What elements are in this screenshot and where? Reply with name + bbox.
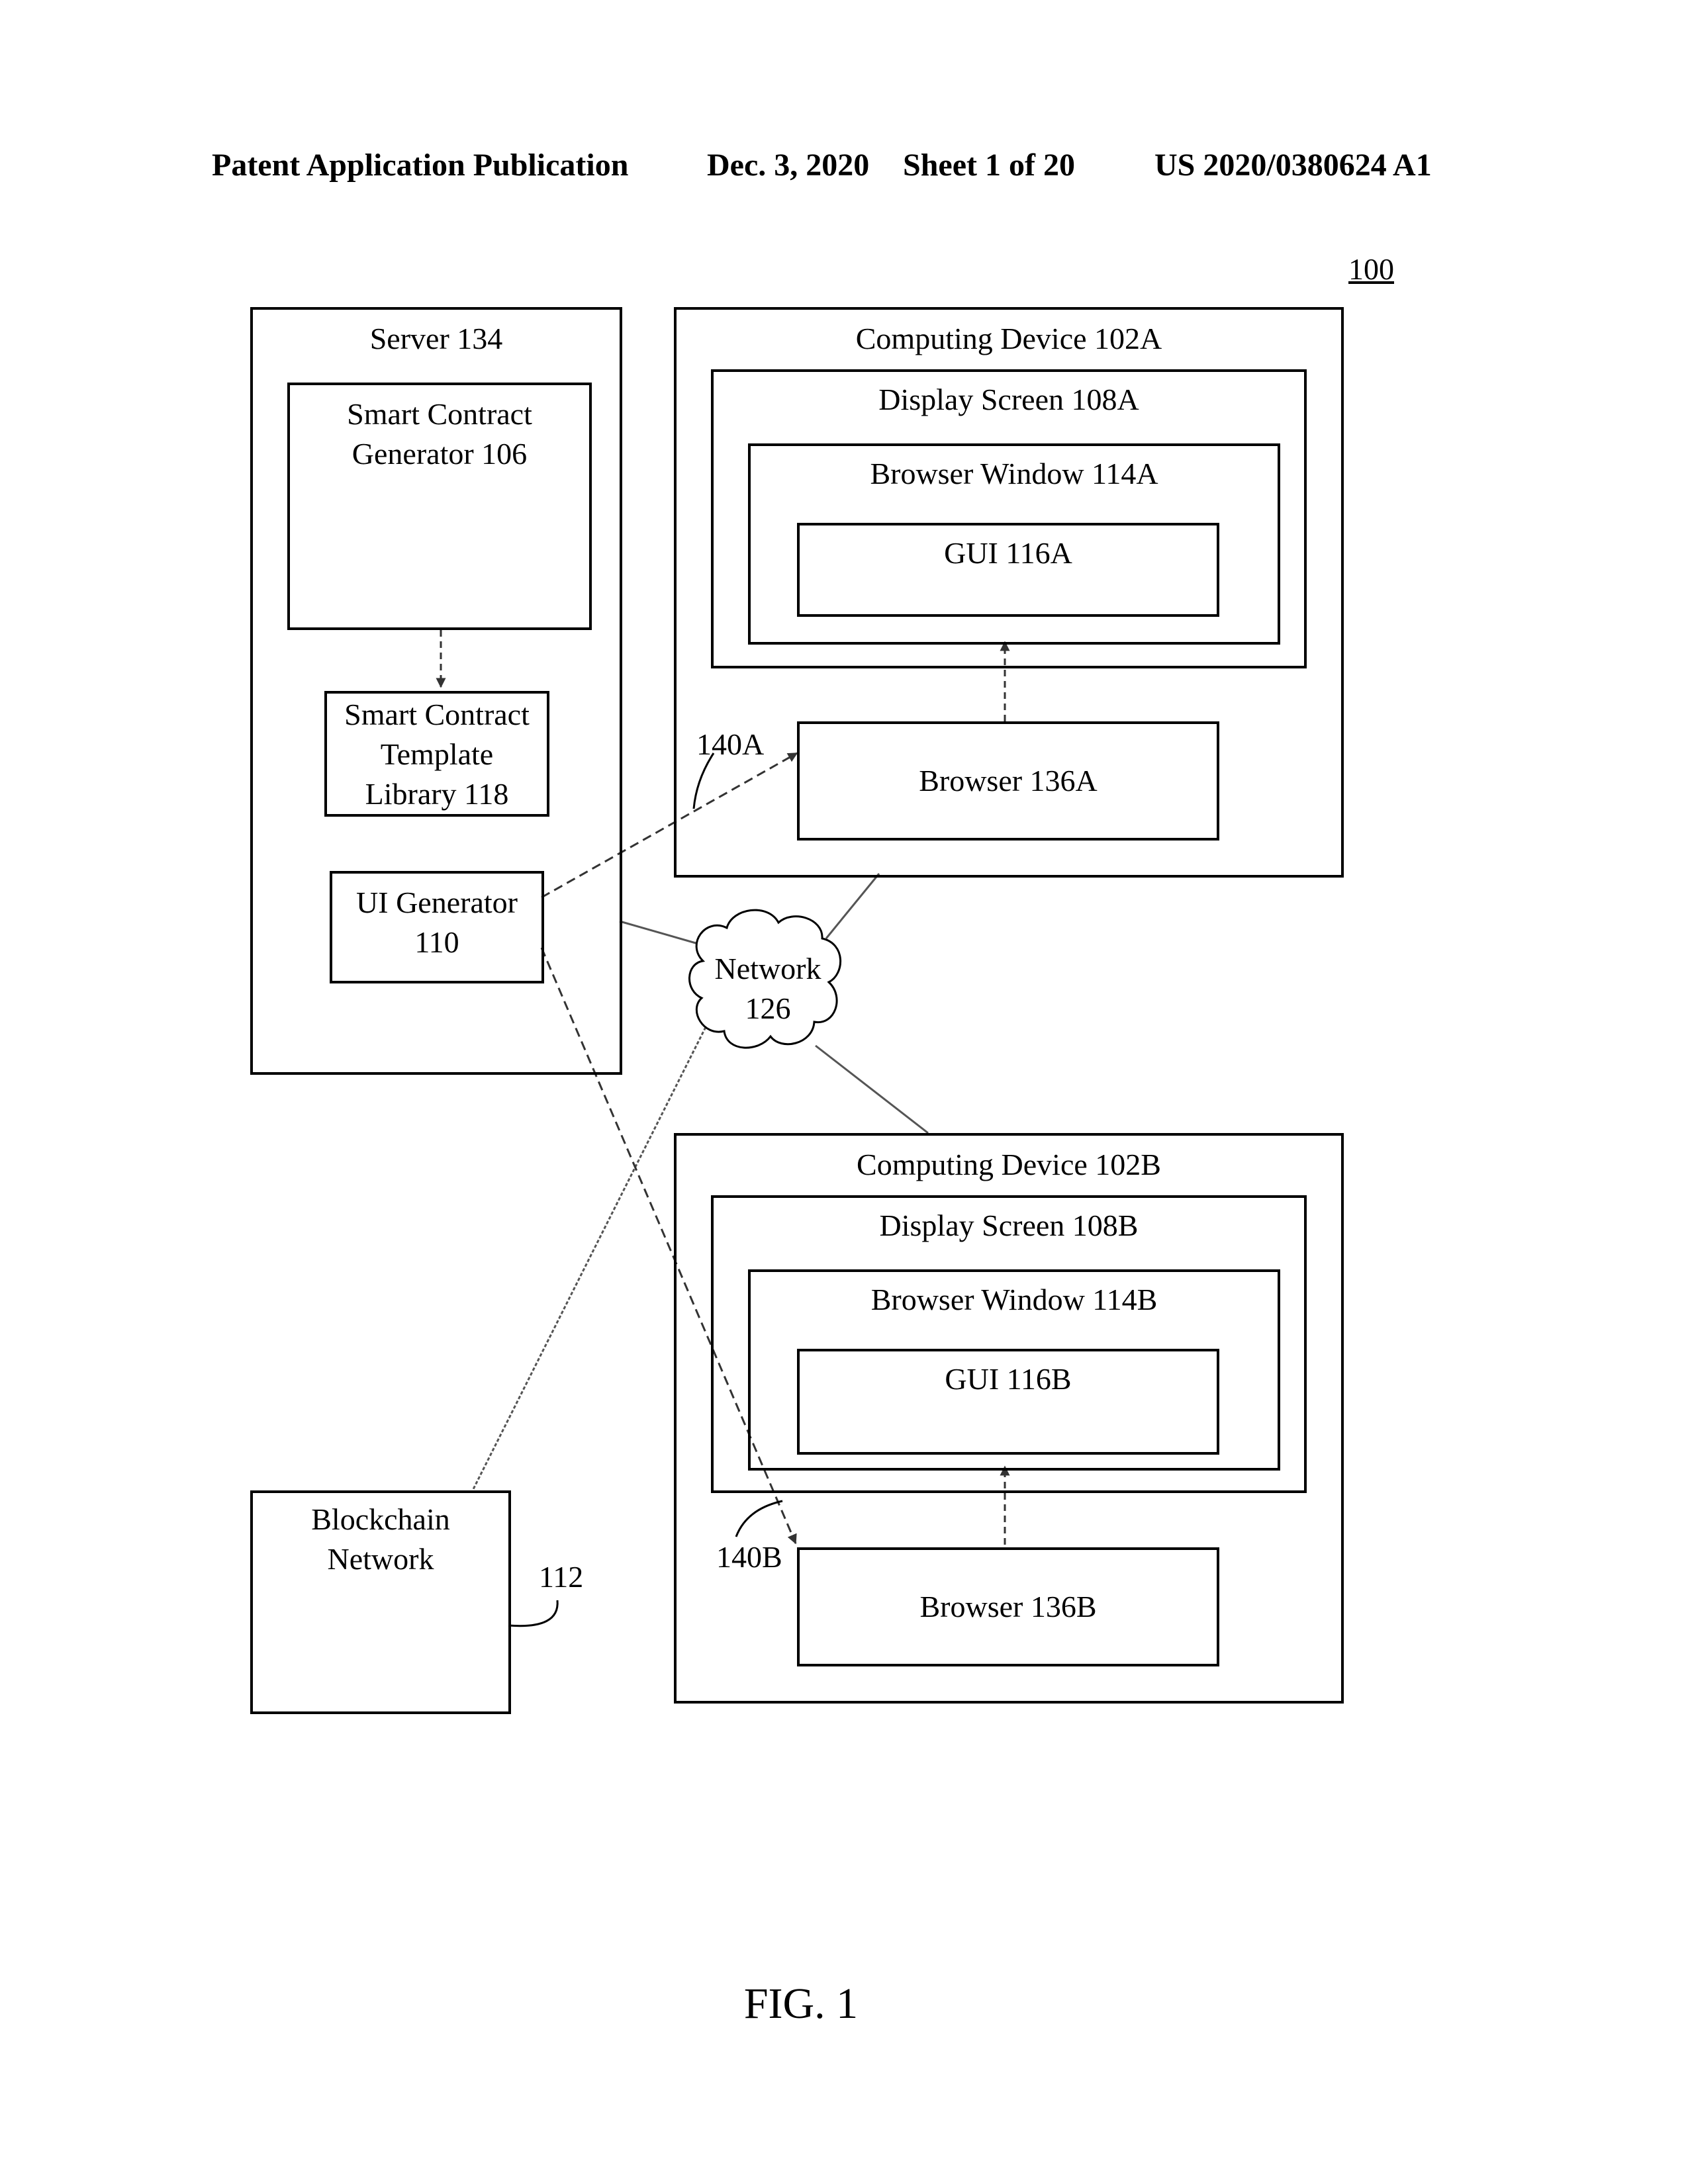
link-network-device-b (816, 1046, 928, 1133)
link-network-blockchain (473, 1027, 706, 1490)
gui-a-label: GUI 116A (797, 533, 1219, 573)
browser-window-b-label: Browser Window 114B (748, 1280, 1280, 1320)
ref-140b: 140B (716, 1539, 782, 1574)
ui-generator-label: UI Generator 110 (330, 883, 544, 962)
figure-caption: FIG. 1 (0, 1979, 1602, 2029)
template-library-label: Smart Contract Template Library 118 (324, 695, 549, 814)
computing-device-a-title: Computing Device 102A (674, 319, 1344, 359)
ref-140a: 140A (696, 727, 764, 762)
display-screen-a-label: Display Screen 108A (711, 380, 1307, 420)
computing-device-b-title: Computing Device 102B (674, 1145, 1344, 1185)
link-device-a-network (826, 874, 879, 938)
gui-b-label: GUI 116B (797, 1359, 1219, 1399)
browser-window-a-label: Browser Window 114A (748, 454, 1280, 494)
display-screen-b-label: Display Screen 108B (711, 1206, 1307, 1246)
browser-a-label: Browser 136A (797, 761, 1219, 801)
browser-b-label: Browser 136B (797, 1587, 1219, 1627)
blockchain-network-label: Blockchain Network (250, 1500, 511, 1579)
ref-112: 112 (539, 1559, 583, 1594)
leader-112 (508, 1600, 557, 1626)
smart-contract-generator-label: Smart Contract Generator 106 (287, 394, 592, 474)
server-title: Server 134 (250, 319, 622, 359)
network-label: Network 126 (702, 949, 834, 1028)
link-server-network (620, 921, 700, 944)
